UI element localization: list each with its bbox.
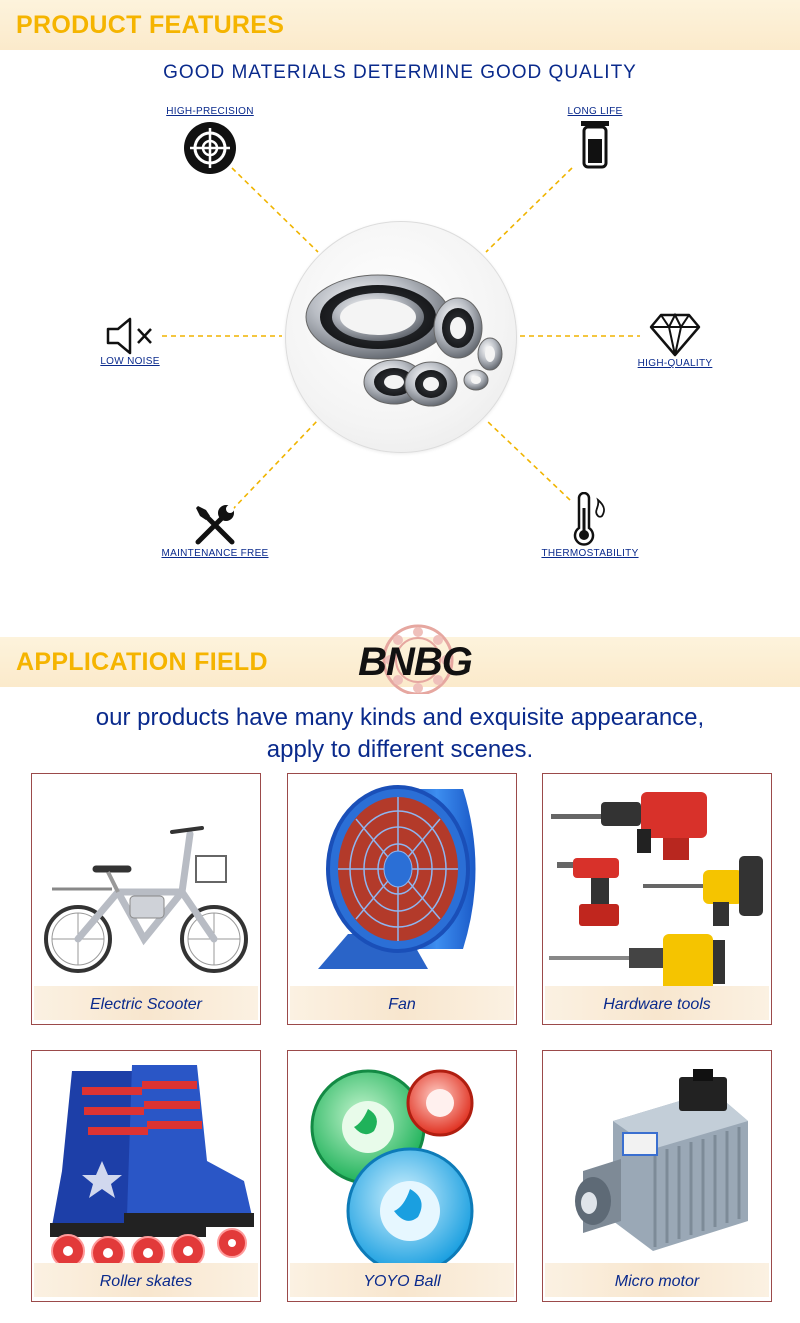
product-features-title: PRODUCT FEATURES [16, 11, 285, 39]
feature-label: MAINTENANCE FREE [161, 548, 269, 559]
bnbg-logo: BNBG [350, 624, 480, 694]
axial-fan-image [318, 785, 476, 969]
caption-bar [545, 986, 769, 1020]
application-card-yoyo-ball: YOYO Ball [287, 1050, 517, 1302]
feature-label: LOW NOISE [100, 356, 160, 367]
mute-speaker-icon [106, 317, 152, 355]
application-field-title: APPLICATION FIELD [16, 648, 268, 676]
application-card-micro-motor: Micro motor [542, 1050, 772, 1302]
card-caption: YOYO Ball [363, 1273, 441, 1290]
feature-connectors [162, 167, 640, 511]
battery-icon [581, 121, 609, 169]
diamond-icon [649, 312, 701, 357]
caption-bar [34, 986, 258, 1020]
application-card-fan: Fan [287, 773, 517, 1025]
feature-low-noise: LOW NOISE [90, 316, 170, 367]
thermometer-icon [573, 492, 605, 546]
application-intro-line1: our products have many kinds and exquisi… [95, 704, 705, 731]
card-caption: Micro motor [614, 1273, 700, 1290]
application-card-roller-skates: Roller skates [31, 1050, 261, 1302]
feature-label: THERMOSTABILITY [541, 548, 639, 559]
card-caption: Hardware tools [603, 996, 711, 1013]
card-caption: Electric Scooter [89, 996, 203, 1013]
bearing-watermark-icon [382, 624, 454, 694]
logo-text: BNBG [358, 640, 473, 684]
ball-bearings-image [285, 221, 517, 453]
application-card-hardware-tools: Hardware tools [542, 773, 772, 1025]
card-caption: Fan [388, 996, 416, 1013]
card-caption: Roller skates [99, 1273, 193, 1290]
caption-bar [545, 1263, 769, 1297]
power-tools-image [549, 792, 763, 992]
roller-skates-image [50, 1065, 254, 1270]
application-intro-line2: apply to different scenes. [266, 736, 534, 763]
feature-high-quality: HIGH-QUALITY [625, 312, 725, 369]
yoyo-image [310, 1069, 474, 1275]
feature-label: HIGH-PRECISION [166, 106, 254, 117]
feature-maintenance-free: MAINTENANCE FREE [150, 502, 280, 559]
feature-high-precision: HIGH-PRECISION [160, 106, 260, 175]
bicycle-image [44, 826, 248, 973]
caption-bar [290, 1263, 514, 1297]
features-subtitle: GOOD MATERIALS DETERMINE GOOD QUALITY [163, 62, 637, 83]
caption-bar [290, 986, 514, 1020]
feature-thermostability: THERMOSTABILITY [530, 492, 650, 559]
wrench-screwdriver-icon [195, 505, 235, 545]
product-features-header: PRODUCT FEATURES [0, 0, 800, 50]
feature-label: HIGH-QUALITY [637, 358, 713, 369]
caption-bar [34, 1263, 258, 1297]
feature-long-life: LONG LIFE [550, 106, 640, 169]
spindle-motor-image [575, 1069, 748, 1251]
application-card-electric-scooter: Electric Scooter [31, 773, 261, 1025]
feature-label: LONG LIFE [567, 106, 623, 117]
crosshair-icon [184, 122, 236, 174]
